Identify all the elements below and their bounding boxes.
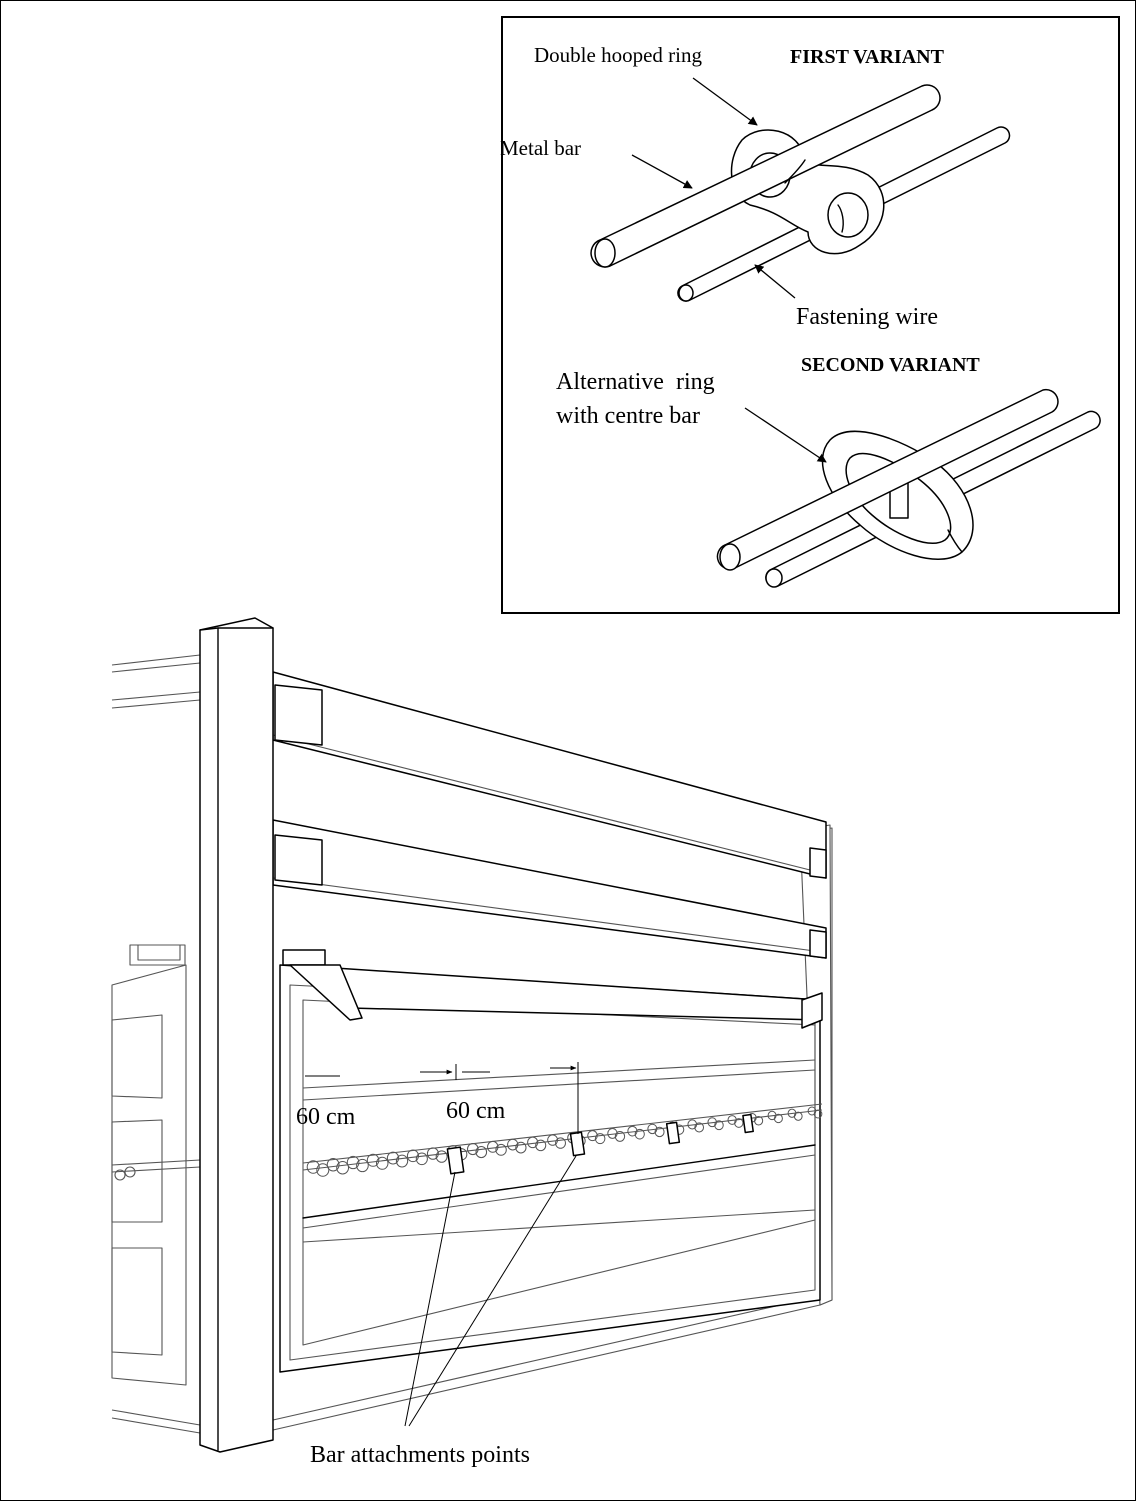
attachment-points: [446, 1113, 754, 1175]
chain-ring: [346, 1155, 360, 1170]
chain-ring: [793, 1111, 803, 1121]
chain-ring: [687, 1119, 698, 1130]
chain-ring: [306, 1160, 320, 1174]
chain-ring: [614, 1130, 626, 1142]
chain-ring: [406, 1149, 420, 1163]
chain-ring: [507, 1138, 519, 1151]
chain-ring: [467, 1143, 479, 1156]
first-variant-drawing: [590, 84, 1011, 302]
fastening-wire-label: Fastening wire: [796, 304, 938, 330]
attachment-point-2: [569, 1131, 586, 1157]
chain-ring: [316, 1163, 330, 1177]
inset-box: Double hooped ring FIRST VARIANT Metal b…: [500, 16, 1120, 614]
ring-chain-rings: [306, 1106, 823, 1177]
chain-ring: [535, 1139, 547, 1152]
top-rail-1: [272, 671, 827, 879]
chain-ring: [594, 1133, 606, 1145]
main-illustration: 60 cm 60 cm Bar attachments points: [111, 617, 833, 1468]
attachment-point-3: [665, 1121, 681, 1145]
spacing-label-1: 60 cm: [296, 1104, 356, 1130]
chain-ring: [607, 1127, 618, 1139]
chain-ring: [515, 1141, 527, 1154]
chain-ring: [527, 1136, 539, 1149]
chain-ring: [734, 1118, 744, 1128]
chain-ring: [366, 1153, 380, 1167]
chain-ring: [714, 1120, 724, 1131]
double-ring-label: Double hooped ring: [534, 43, 702, 67]
spacing-label-2: 60 cm: [446, 1098, 506, 1124]
chain-ring: [386, 1151, 400, 1165]
left-background-cage: [111, 654, 201, 1434]
alt-ring-label-line2: with centre bar: [556, 403, 700, 429]
chain-ring: [727, 1115, 737, 1125]
attachment-point-1: [446, 1146, 465, 1175]
chain-ring: [547, 1134, 559, 1146]
left-cage-rings: [114, 1166, 136, 1181]
chain-ring: [773, 1113, 783, 1124]
attachment-leader-lines: [404, 1155, 577, 1427]
chain-ring: [426, 1147, 439, 1160]
chain-ring: [587, 1130, 598, 1142]
first-variant-title: FIRST VARIANT: [790, 46, 945, 68]
chain-ring: [435, 1150, 448, 1163]
chain-ring: [707, 1117, 717, 1128]
second-variant-drawing: [716, 388, 1101, 588]
chain-ring: [475, 1146, 488, 1159]
front-post: [199, 617, 274, 1453]
chain-ring: [356, 1158, 369, 1173]
second-variant-title: SECOND VARIANT: [801, 354, 980, 376]
chain-ring: [487, 1140, 499, 1153]
chain-ring: [415, 1152, 428, 1166]
alt-ring-label-line1: Alternative ring: [556, 369, 715, 395]
chain-ring: [754, 1115, 764, 1126]
chain-ring: [495, 1143, 507, 1156]
top-rail-2: [272, 819, 827, 959]
chain-ring: [813, 1109, 823, 1119]
inset-arrows: [631, 77, 827, 463]
chain-ring: [627, 1125, 638, 1137]
chain-ring: [375, 1156, 389, 1170]
attachment-points-label: Bar attachments points: [310, 1442, 530, 1468]
chain-ring: [555, 1137, 566, 1149]
inner-panel: [279, 949, 823, 1373]
chain-ring: [326, 1158, 340, 1172]
spacing-dimension-lines: [305, 1062, 579, 1134]
chain-ring: [634, 1128, 645, 1140]
metal-bar-label: Metal bar: [500, 136, 581, 160]
chain-ring: [694, 1122, 705, 1133]
chain-ring: [647, 1123, 658, 1135]
chain-ring: [395, 1154, 409, 1168]
attachment-point-4: [742, 1113, 754, 1134]
chain-ring: [654, 1126, 665, 1138]
chain-ring: [336, 1161, 350, 1175]
